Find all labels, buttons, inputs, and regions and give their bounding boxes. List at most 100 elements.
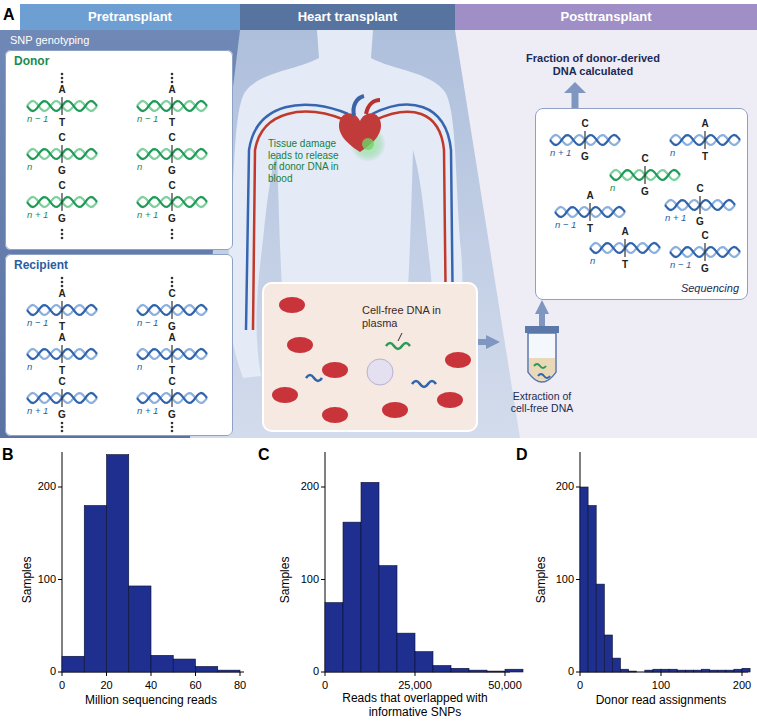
position-label: n − 1 [137,114,158,125]
tick-label: 0 [322,679,328,692]
ellipsis-dot [171,285,174,288]
base-letter: G [581,151,589,163]
tick-label: 20 [100,679,112,692]
tick-label: 200 [38,480,56,493]
snp-marker [171,389,172,407]
base-letter: T [59,321,65,333]
histogram-bar [653,669,661,672]
axis-title: Million sequencing reads [85,694,217,708]
phase-band: Heart transplant [240,4,455,30]
ellipsis-dot [61,73,64,76]
histogram-bar [621,669,629,672]
histogram-bar [726,670,734,672]
histogram-bar [397,633,415,672]
node-text: Pretransplant [20,4,240,30]
panel-fill [5,50,233,250]
snp-marker [699,196,700,214]
position-label: n − 1 [670,260,691,271]
histogram-bars [62,455,750,672]
base-letter: A [701,118,708,130]
histogram-bar [84,506,106,673]
red-blood-cell [437,392,463,408]
sequencing-box: Sequencing [535,108,748,300]
position-label: n [27,362,32,373]
ellipsis-dot [171,430,174,433]
position-label: n [137,362,142,373]
ellipsis-dot [61,285,64,288]
recipient-dna-fragment [306,375,322,381]
base-letter: A [168,84,175,96]
node-text: Extraction of cell-free DNA [502,390,582,414]
section-label: SNP genotyping [10,34,89,47]
histogram-bar [151,655,173,672]
base-letter: T [169,117,175,129]
histogram-bar [702,669,710,672]
snp-marker [644,166,645,184]
tick-label: 100 [556,573,574,586]
damage-spot [362,138,374,150]
tick-label: 0 [313,665,319,678]
histogram-bar [129,586,151,672]
histogram-bar [685,670,693,672]
snp-marker [584,131,585,149]
red-blood-cell [279,297,305,313]
red-blood-cell [445,352,471,368]
position-label: n − 1 [27,318,48,329]
base-letter: C [581,118,588,130]
histogram-bar [612,658,620,672]
histogram-bar [596,584,604,672]
base-letter: G [168,213,176,225]
snp-marker [61,389,62,407]
base-letter: C [701,230,708,242]
snp-marker [61,301,62,319]
node-text: Heart transplant [240,4,455,30]
base-letter: A [58,84,65,96]
histogram-bar [343,522,361,672]
histogram-bar [718,670,726,672]
histogram-bar [218,670,240,672]
red-blood-cell [272,387,298,403]
histogram-bar [677,670,685,672]
tube-cap [525,326,559,333]
base-letter: G [168,165,176,177]
ellipsis-dot [61,277,64,280]
ellipsis-dot [171,73,174,76]
base-letter: C [168,288,175,300]
snp-marker [61,97,62,115]
tick-label: 60 [189,679,201,692]
tick-label: 100 [652,679,670,692]
ellipsis-dot [171,422,174,425]
snp-marker [61,193,62,211]
histogram-bar [693,670,701,672]
red-blood-cell [322,362,348,378]
histogram-bar [451,668,469,672]
callout-text: Tissue damage leads to release of donor … [268,138,340,184]
panel-fill [5,254,233,436]
base-letter: T [587,223,593,235]
ellipsis-dot [171,233,174,236]
ellipsis-dot [61,233,64,236]
red-blood-cell [322,407,348,423]
position-label: n − 1 [27,114,48,125]
chart-axes [58,452,244,676]
position-label: n + 1 [27,210,48,221]
spotlight-beam [190,30,520,438]
donor-dna-fragment [386,343,410,349]
base-letter: T [169,365,175,377]
histogram-bar [661,669,669,672]
phase-band: Posttransplant [455,4,757,30]
axis-title: Reads that overlapped with informative S… [340,692,490,720]
base-letter: G [641,186,649,198]
snp-marker [171,145,172,163]
panel-letter: B [2,446,14,464]
sample-tube-body [528,333,556,382]
result-arrowhead [564,82,586,93]
tick-label: 50,000 [488,679,522,692]
base-letter: G [168,321,176,333]
plasma-fill [262,282,478,432]
histogram-bar [361,482,379,672]
heart [339,113,381,152]
histogram-bar [669,669,677,672]
ellipsis-dot [171,277,174,280]
tick-label: 40 [145,679,157,692]
